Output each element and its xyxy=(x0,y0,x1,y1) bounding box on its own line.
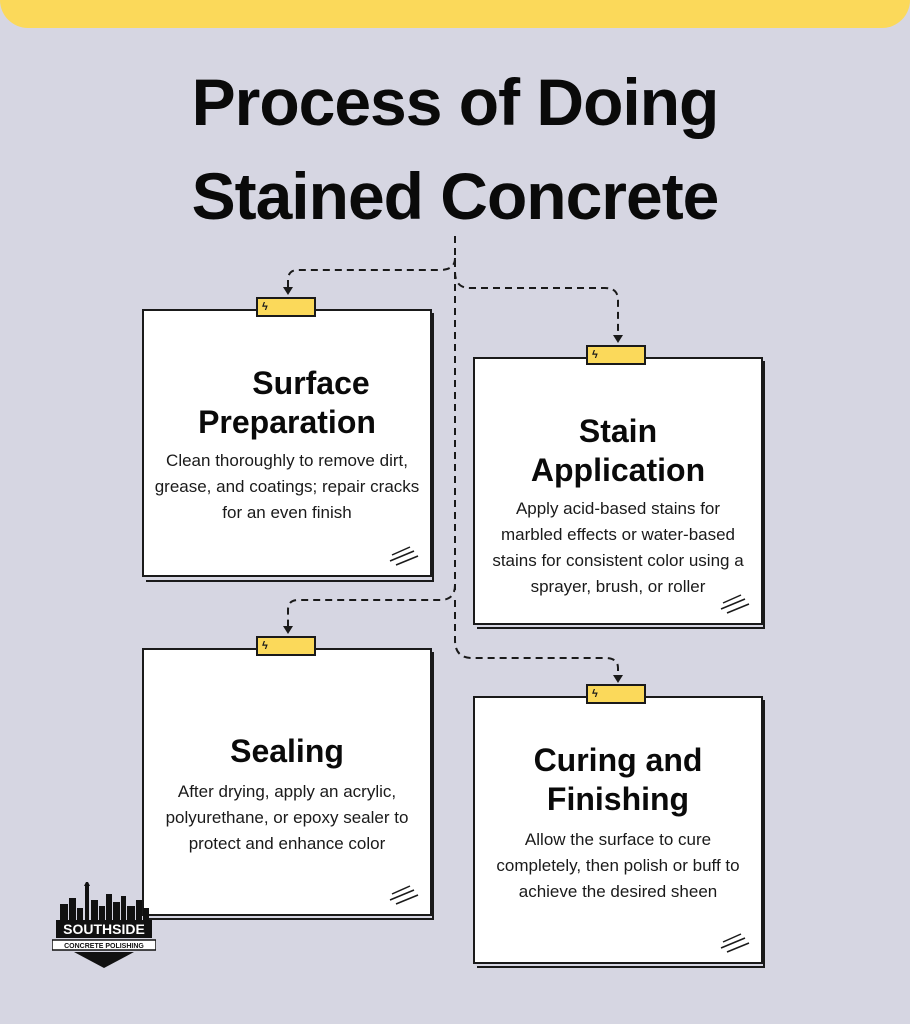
card-shadow xyxy=(477,361,765,629)
title-line-2: Stained Concrete xyxy=(191,159,720,233)
arrowhead-step-4 xyxy=(613,675,623,683)
page-title: Process of Doing Stained Concrete xyxy=(0,55,910,243)
step-card-stain-application: Stain Application Apply acid-based stain… xyxy=(473,357,763,625)
step-description: Allow the surface to cure completely, th… xyxy=(496,830,740,901)
step-description: Apply acid-based stains for marbled effe… xyxy=(492,499,744,596)
arrowhead-step-3 xyxy=(283,626,293,634)
tape-icon: ϟ xyxy=(586,684,646,704)
arrowhead-step-1 xyxy=(283,287,293,295)
step-title: Stain Application xyxy=(530,413,706,488)
scribble-icon xyxy=(720,594,750,614)
scribble-icon xyxy=(720,933,750,953)
tape-icon: ϟ xyxy=(256,636,316,656)
southside-logo: SOUTHSIDE CONCRETE POLISHING xyxy=(52,882,156,968)
logo-tagline: CONCRETE POLISHING xyxy=(64,943,144,950)
scribble-icon xyxy=(389,885,419,905)
tape-icon: ϟ xyxy=(256,297,316,317)
step-card-surface-preparation: Surface Preparation Clean thoroughly to … xyxy=(142,309,432,577)
logo-wordmark: SOUTHSIDE xyxy=(63,921,145,937)
connector-step-3 xyxy=(287,584,456,630)
card-shadow xyxy=(477,700,765,968)
tape-icon: ϟ xyxy=(586,345,646,365)
card-shadow xyxy=(146,313,434,582)
step-card-curing-finishing: Curing and Finishing Allow the surface t… xyxy=(473,696,763,964)
card-shadow xyxy=(146,652,434,920)
title-line-1: Process of Doing xyxy=(191,65,720,139)
step-description: Clean thoroughly to remove dirt, grease,… xyxy=(154,451,420,522)
connector-step-1 xyxy=(287,257,456,290)
step-title: Sealing xyxy=(230,733,344,769)
step-title: Curing and Finishing xyxy=(533,742,703,817)
step-description: After drying, apply an acrylic, polyuret… xyxy=(165,782,409,853)
connector-step-2 xyxy=(454,271,619,338)
step-card-sealing: Sealing After drying, apply an acrylic, … xyxy=(142,648,432,916)
scribble-icon xyxy=(389,546,419,566)
top-accent-bar xyxy=(0,0,910,28)
step-title: Surface Preparation xyxy=(198,365,376,440)
connector-step-4 xyxy=(454,600,619,678)
arrowhead-step-2 xyxy=(613,335,623,343)
